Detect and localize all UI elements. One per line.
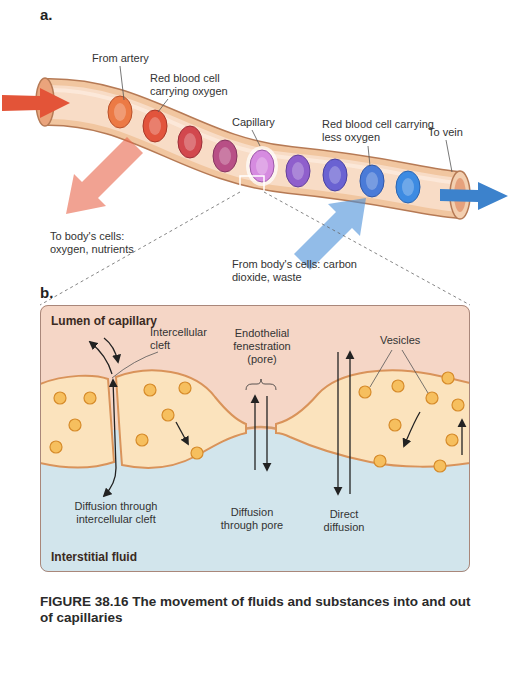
process-label: Diffusion through intercellular cleft [56, 500, 176, 526]
direct-diffusion-arrow [349, 352, 350, 494]
flow-label: To body's cells: oxygen, nutrients [50, 230, 160, 256]
vesicle [426, 392, 438, 404]
vesicle [446, 434, 458, 446]
vesicles [50, 372, 464, 472]
vesicle [452, 399, 464, 411]
vesicle-arrow [176, 422, 188, 444]
vesicle [144, 384, 156, 396]
cell-center [329, 166, 341, 184]
vesicle [359, 386, 371, 398]
part-label: Red blood cell carrying less oxygen [322, 118, 440, 144]
cell-center [402, 178, 414, 196]
endothelial-cell [276, 370, 470, 466]
red-blood-cells [108, 96, 420, 203]
vesicle [374, 455, 386, 467]
vesicle [179, 382, 191, 394]
part-label: Vesicles [380, 334, 440, 347]
panel-letter: a. [40, 6, 70, 24]
panel-b-art [40, 305, 470, 572]
red-blood-cell [213, 140, 237, 172]
red-blood-cell [323, 159, 347, 191]
process-label: Direct diffusion [316, 508, 372, 534]
cleft-arrow [104, 338, 118, 362]
red-blood-cell [250, 150, 274, 182]
cell-center [184, 133, 196, 151]
cell-glow [246, 146, 278, 186]
vesicle [50, 441, 62, 453]
cell-center [256, 157, 268, 175]
leader-line [368, 146, 370, 166]
endothelial-cell [116, 370, 246, 468]
leader-line [112, 352, 158, 378]
zoom-box [240, 176, 264, 192]
zoom-line [264, 192, 470, 305]
leader-line [158, 99, 168, 112]
region-label: Lumen of capillary [51, 314, 251, 328]
part-label: To vein [428, 126, 478, 139]
cleft-arrow [104, 380, 116, 496]
cell-centers [114, 103, 414, 196]
red-blood-cell [286, 155, 310, 187]
vesicle [191, 447, 203, 459]
cell-center [149, 117, 161, 135]
leader-line [446, 140, 452, 172]
inflow-arrow [2, 88, 70, 118]
zoom-line [40, 192, 240, 305]
red-blood-cell [360, 165, 384, 197]
pore-arrow [266, 396, 267, 470]
leader-line [120, 66, 124, 100]
vesicle [54, 392, 66, 404]
endothelial-cell [40, 376, 114, 468]
vesicle [442, 372, 454, 384]
figure-caption: FIGURE 38.16 The movement of fluids and … [40, 594, 480, 626]
red-blood-cell [178, 126, 202, 158]
vesicle [136, 434, 148, 446]
vesicle [392, 380, 404, 392]
part-label: Capillary [232, 116, 292, 129]
leader-line [370, 350, 392, 387]
vesicle [434, 460, 446, 472]
cell-center [292, 162, 304, 180]
part-label: Intercellular cleft [150, 326, 230, 352]
red-blood-cell [108, 96, 132, 128]
leader-lines [120, 66, 452, 172]
vesicle [84, 392, 96, 404]
outflow-arrow [440, 182, 508, 210]
vesicle [69, 419, 81, 431]
cell-center [366, 172, 378, 190]
part-label: Endothelial fenestration (pore) [220, 327, 304, 366]
part-label: Red blood cell carrying oxygen [150, 72, 242, 98]
flow-label: From body's cells: carbon dioxide, waste [232, 258, 360, 284]
exchange-arrow-out [66, 137, 143, 214]
leader-line [402, 350, 428, 393]
capillary-tube [36, 78, 470, 219]
direct-diffusion-arrow [337, 352, 338, 494]
process-label: Diffusion through pore [212, 506, 292, 532]
cell-center [219, 147, 231, 165]
pore-bracket [246, 379, 276, 390]
vesicle-arrow [404, 412, 420, 446]
vesicle [389, 419, 401, 431]
panel-letter: b. [40, 284, 70, 302]
vesicle [162, 409, 174, 421]
leader-line [252, 130, 260, 146]
red-blood-cell [143, 110, 167, 142]
region-label: Interstitial fluid [51, 550, 251, 564]
cleft-arrow [90, 342, 112, 374]
cell-center [114, 103, 126, 121]
part-label: From artery [92, 52, 172, 65]
red-blood-cell [396, 171, 420, 203]
pore-arrow [254, 396, 255, 470]
vesicle-arrow [461, 420, 462, 455]
